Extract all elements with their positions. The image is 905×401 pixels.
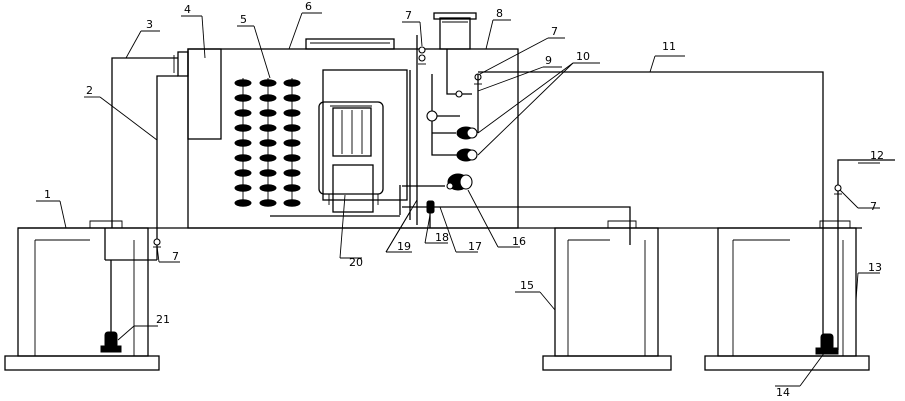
carrier-disc: [234, 169, 252, 177]
left-tank: [4, 220, 160, 371]
carrier-disc: [283, 109, 301, 117]
carrier-disc: [283, 184, 301, 192]
label-19: 19: [397, 240, 411, 253]
label-18: 18: [435, 231, 449, 244]
label-16: 16: [512, 235, 526, 248]
valve-top: [418, 46, 426, 65]
blower-manifold: [402, 49, 472, 187]
carrier-disc: [283, 199, 301, 207]
label-20: 20: [349, 256, 363, 269]
pump-14: [815, 333, 839, 355]
carrier-disc: [234, 124, 252, 132]
label-7-far-right: 7: [870, 200, 877, 213]
label-7-left: 7: [172, 250, 179, 263]
check-valve: [455, 90, 463, 98]
carrier-disc: [259, 124, 277, 132]
label-1: 1: [44, 188, 51, 201]
carrier-disc: [234, 109, 252, 117]
pump-21: [100, 331, 122, 353]
carrier-disc: [234, 184, 252, 192]
carrier-disc: [283, 94, 301, 102]
carrier-disc: [234, 94, 252, 102]
carrier-disc: [283, 169, 301, 177]
label-10: 10: [576, 50, 590, 63]
carrier-disc: [259, 79, 277, 87]
carrier-disc: [259, 139, 277, 147]
labels: 1 2 3 4 5 6 7 8 7 9 10 11 12 7 13 14 15 …: [44, 0, 884, 399]
inlet-box: [173, 48, 222, 140]
label-13: 13: [868, 261, 882, 274]
biofilm-carriers: [234, 78, 301, 207]
valve-blower-16: [446, 182, 454, 190]
middle-tank: [542, 220, 672, 371]
carrier-disc: [259, 184, 277, 192]
pipe-17: [402, 206, 631, 245]
label-2: 2: [86, 84, 93, 97]
carrier-disc: [234, 139, 252, 147]
right-tank: [704, 220, 870, 371]
blower-upper: [456, 126, 478, 140]
carrier-disc: [259, 154, 277, 162]
pipe-2: [156, 75, 178, 228]
label-7-top: 7: [405, 9, 412, 22]
carrier-disc: [234, 154, 252, 162]
carrier-disc: [283, 139, 301, 147]
blower-lower: [456, 148, 478, 162]
membrane-frame: [270, 69, 408, 217]
label-9: 9: [545, 54, 552, 67]
label-7-right: 7: [551, 25, 558, 38]
label-4: 4: [184, 3, 191, 16]
pipe-11: [478, 71, 824, 228]
label-6: 6: [305, 0, 312, 13]
carrier-disc: [259, 199, 277, 207]
carrier-disc: [234, 79, 252, 87]
carrier-disc: [283, 79, 301, 87]
label-14: 14: [776, 386, 790, 399]
label-21: 21: [156, 313, 170, 326]
carrier-disc: [259, 94, 277, 102]
carrier-disc: [234, 199, 252, 207]
carrier-disc: [259, 109, 277, 117]
label-12: 12: [870, 149, 884, 162]
label-8: 8: [496, 7, 503, 20]
exhaust-stack: [433, 12, 477, 50]
pipe-12: [837, 159, 895, 228]
label-11: 11: [662, 40, 676, 53]
pipe-3: [111, 57, 178, 228]
aeration-pipes: [399, 35, 418, 225]
label-17: 17: [468, 240, 482, 253]
carrier-disc: [259, 169, 277, 177]
label-15: 15: [520, 279, 534, 292]
valve-right: [834, 184, 842, 195]
label-5: 5: [240, 13, 247, 26]
carrier-disc: [283, 154, 301, 162]
leader-lines: [36, 12, 880, 387]
label-3: 3: [146, 18, 153, 31]
carrier-disc: [283, 124, 301, 132]
